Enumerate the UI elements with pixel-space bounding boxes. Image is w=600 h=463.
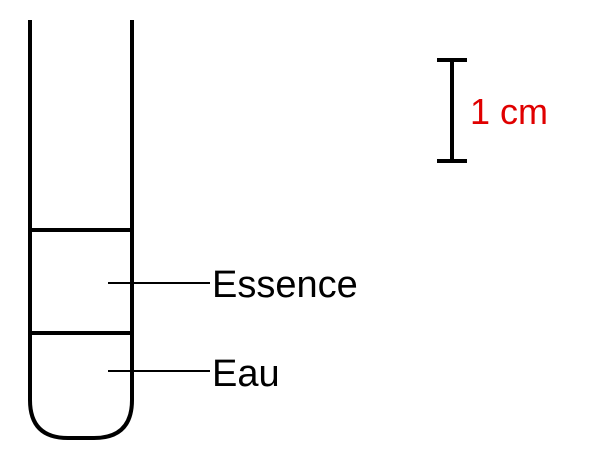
scale-bar [437,58,467,163]
eau-label: Eau [212,353,280,395]
test-tube-outline [28,20,134,440]
essence-label: Essence [212,264,358,306]
scale-bar-label: 1 cm [470,91,548,132]
